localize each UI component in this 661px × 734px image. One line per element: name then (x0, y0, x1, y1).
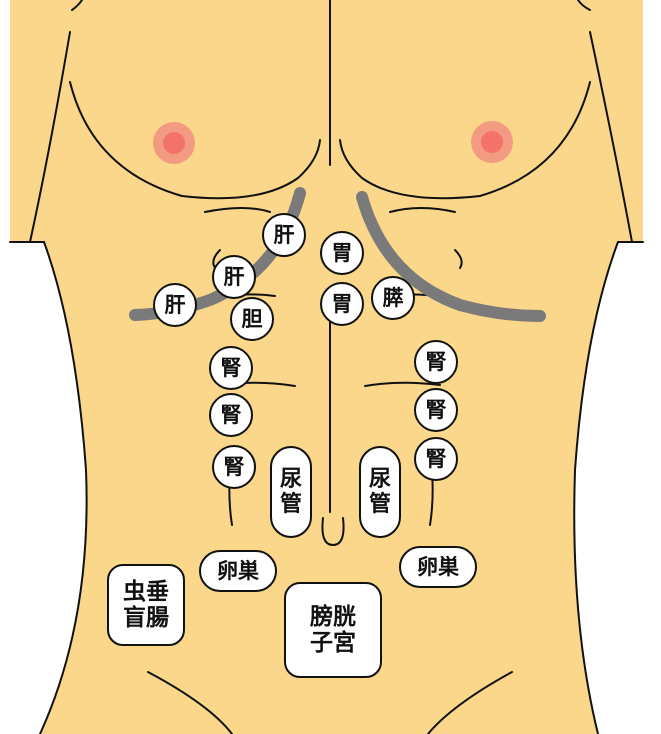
label-kidney-right-1: 腎 (209, 346, 253, 390)
label-pancreas: 膵 (371, 276, 415, 320)
label-bladder-uterus: 膀胱 子宮 (284, 582, 382, 678)
label-ovary-left: 卵巣 (399, 546, 477, 588)
label-liver-middle: 肝 (212, 255, 256, 299)
label-gallbladder: 胆 (230, 297, 274, 341)
label-stomach-upper: 胃 (320, 231, 364, 275)
label-ovary-right: 卵巣 (199, 550, 277, 592)
label-kidney-left-2: 腎 (414, 388, 458, 432)
label-appendix-cecum: 虫垂 盲腸 (107, 564, 185, 646)
label-liver-upper: 肝 (262, 213, 306, 257)
label-liver-lower: 肝 (153, 283, 197, 327)
nipple-left-core (481, 131, 503, 153)
label-stomach-lower: 胃 (320, 282, 364, 326)
label-kidney-right-3: 腎 (212, 445, 256, 489)
label-kidney-left-1: 腎 (414, 340, 458, 384)
label-kidney-right-2: 腎 (209, 393, 253, 437)
nipple-right-core (163, 132, 185, 154)
label-ureter-left: 尿 管 (359, 446, 401, 538)
label-ureter-right: 尿 管 (270, 446, 312, 538)
label-kidney-left-3: 腎 (414, 437, 458, 481)
